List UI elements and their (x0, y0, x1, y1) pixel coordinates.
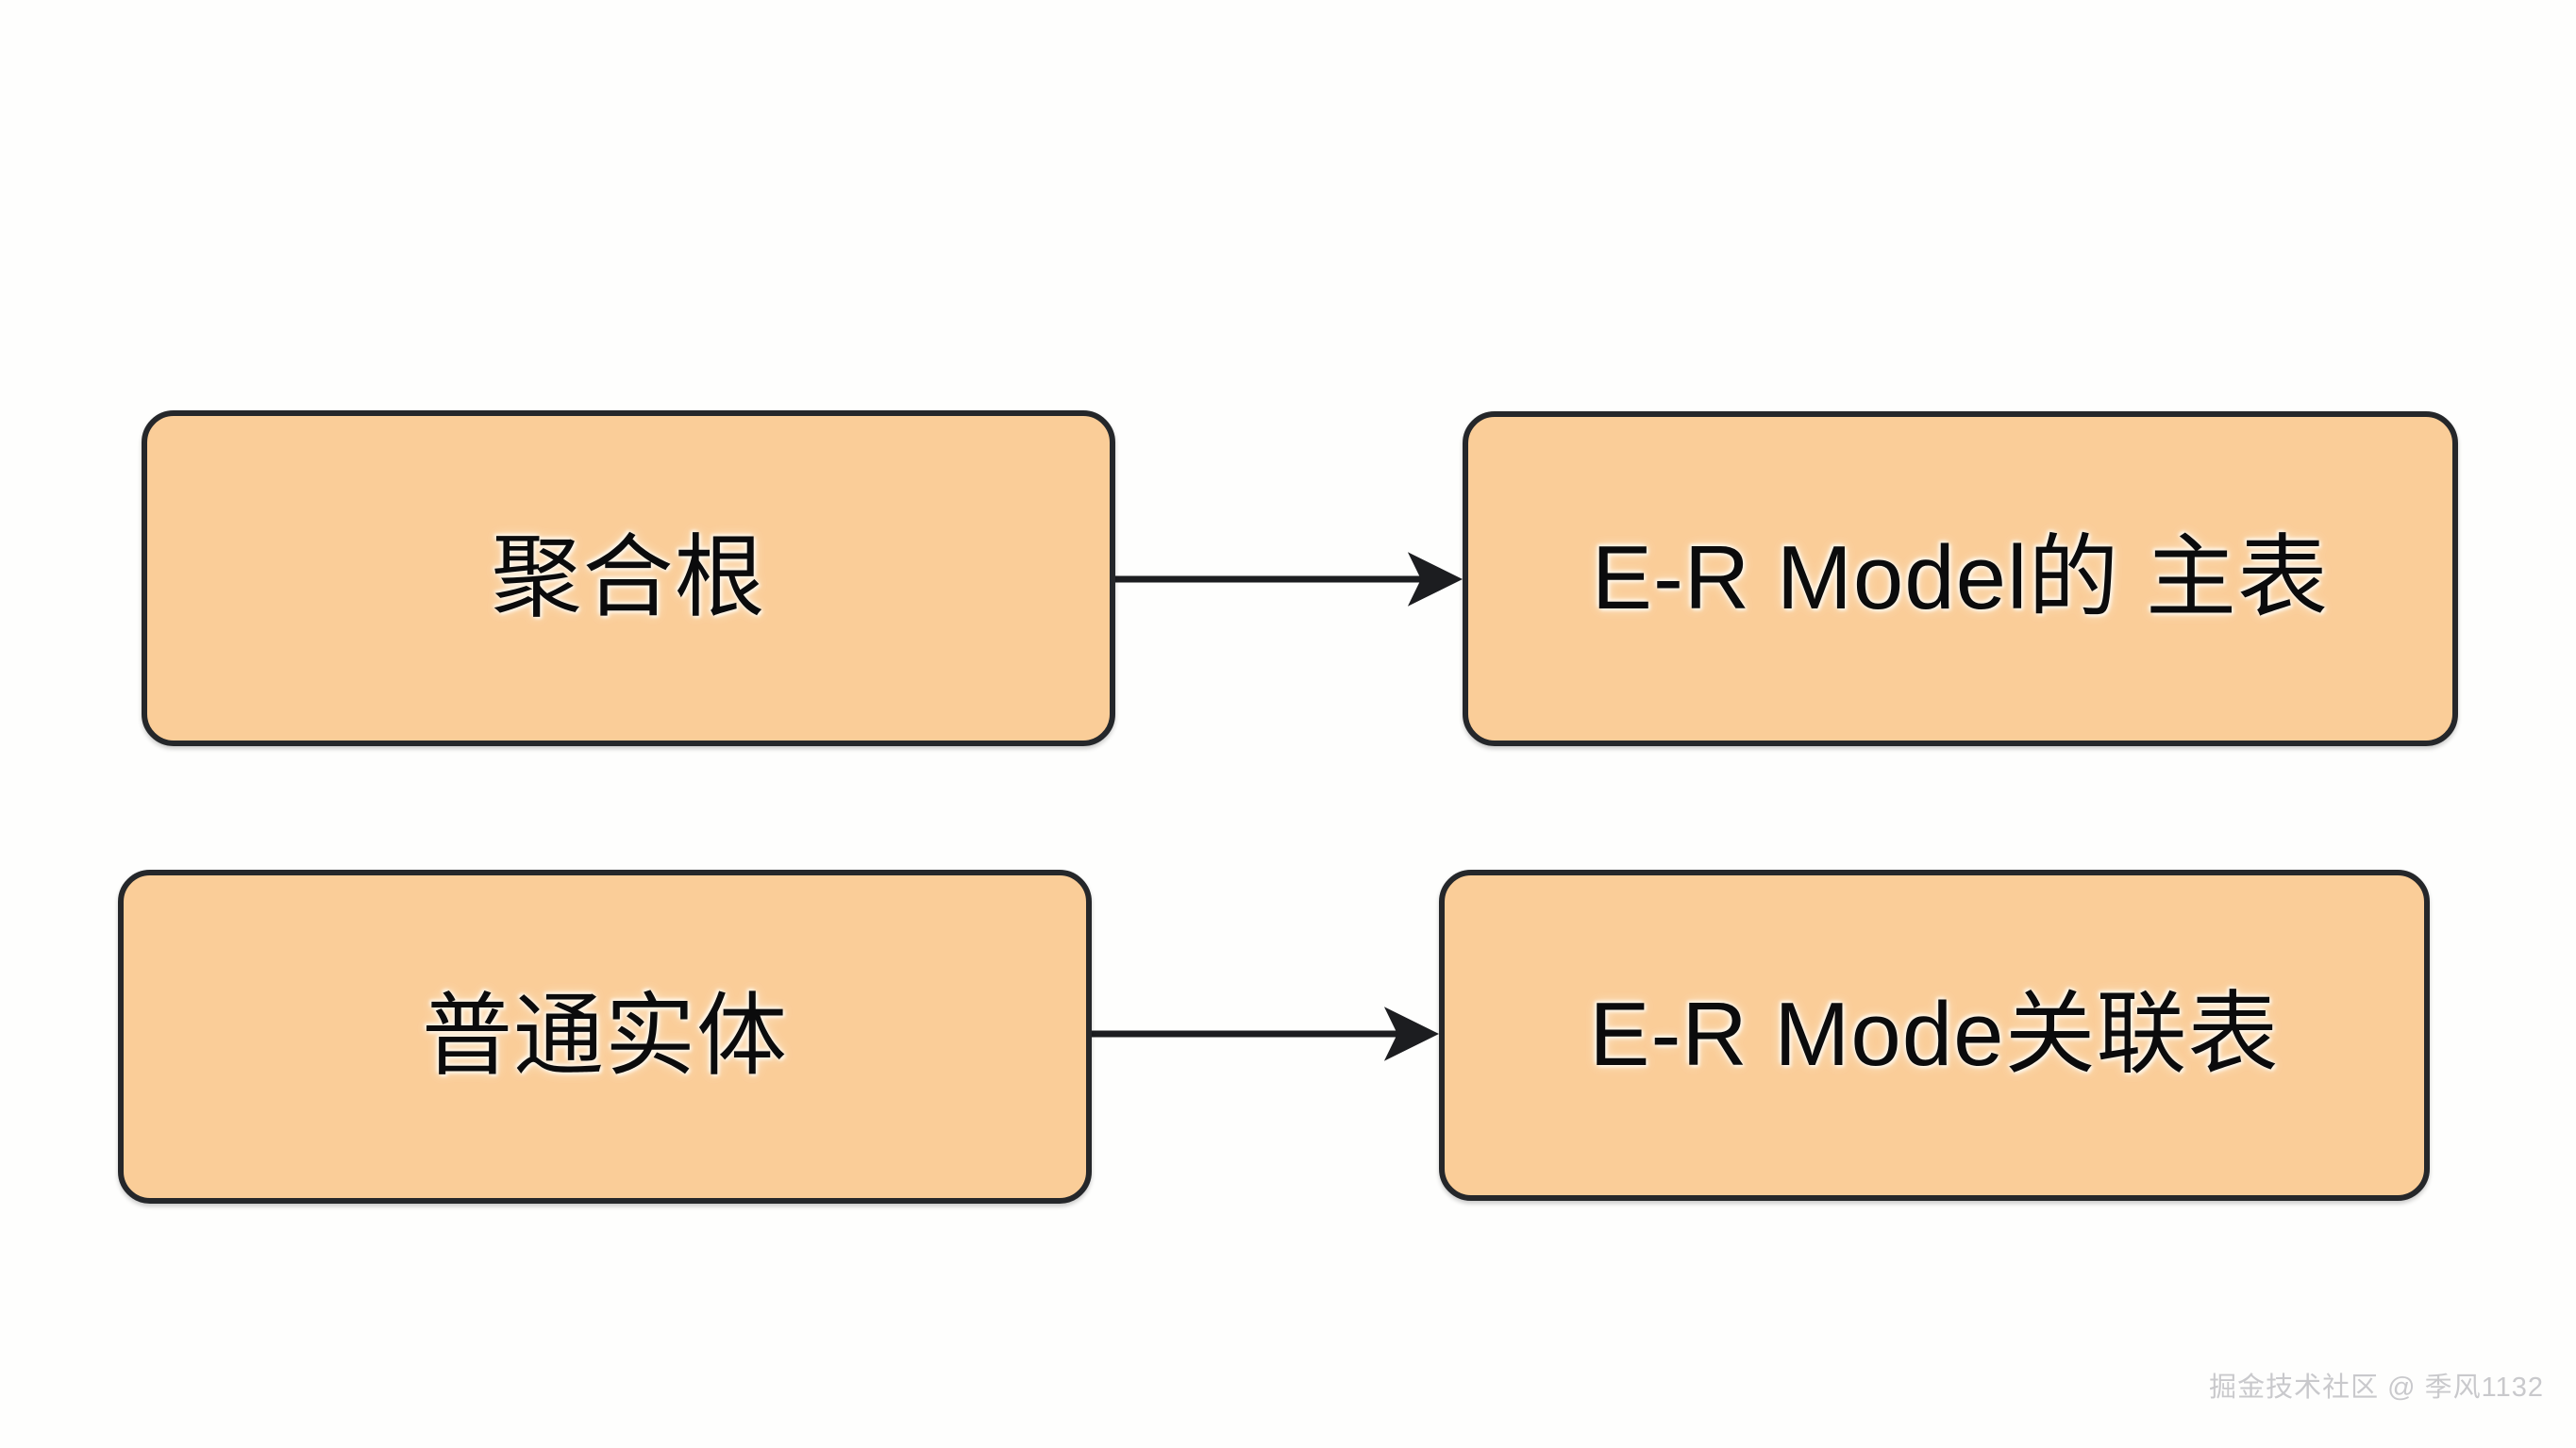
watermark-text: 掘金技术社区 @ 季风1132 (2209, 1373, 2544, 1403)
node-er-link-table[interactable]: E-R Mode关联表 (1439, 870, 2430, 1201)
node-aggregate-root[interactable]: 聚合根 (142, 410, 1115, 746)
node-er-main-table-label: E-R Model的 主表 (1591, 527, 2330, 629)
node-er-link-table-label: E-R Mode关联表 (1589, 984, 2280, 1086)
node-aggregate-root-label: 聚合根 (491, 526, 766, 628)
node-plain-entity[interactable]: 普通实体 (118, 870, 1092, 1204)
node-er-main-table[interactable]: E-R Model的 主表 (1463, 411, 2458, 746)
node-plain-entity-label: 普通实体 (422, 985, 788, 1087)
